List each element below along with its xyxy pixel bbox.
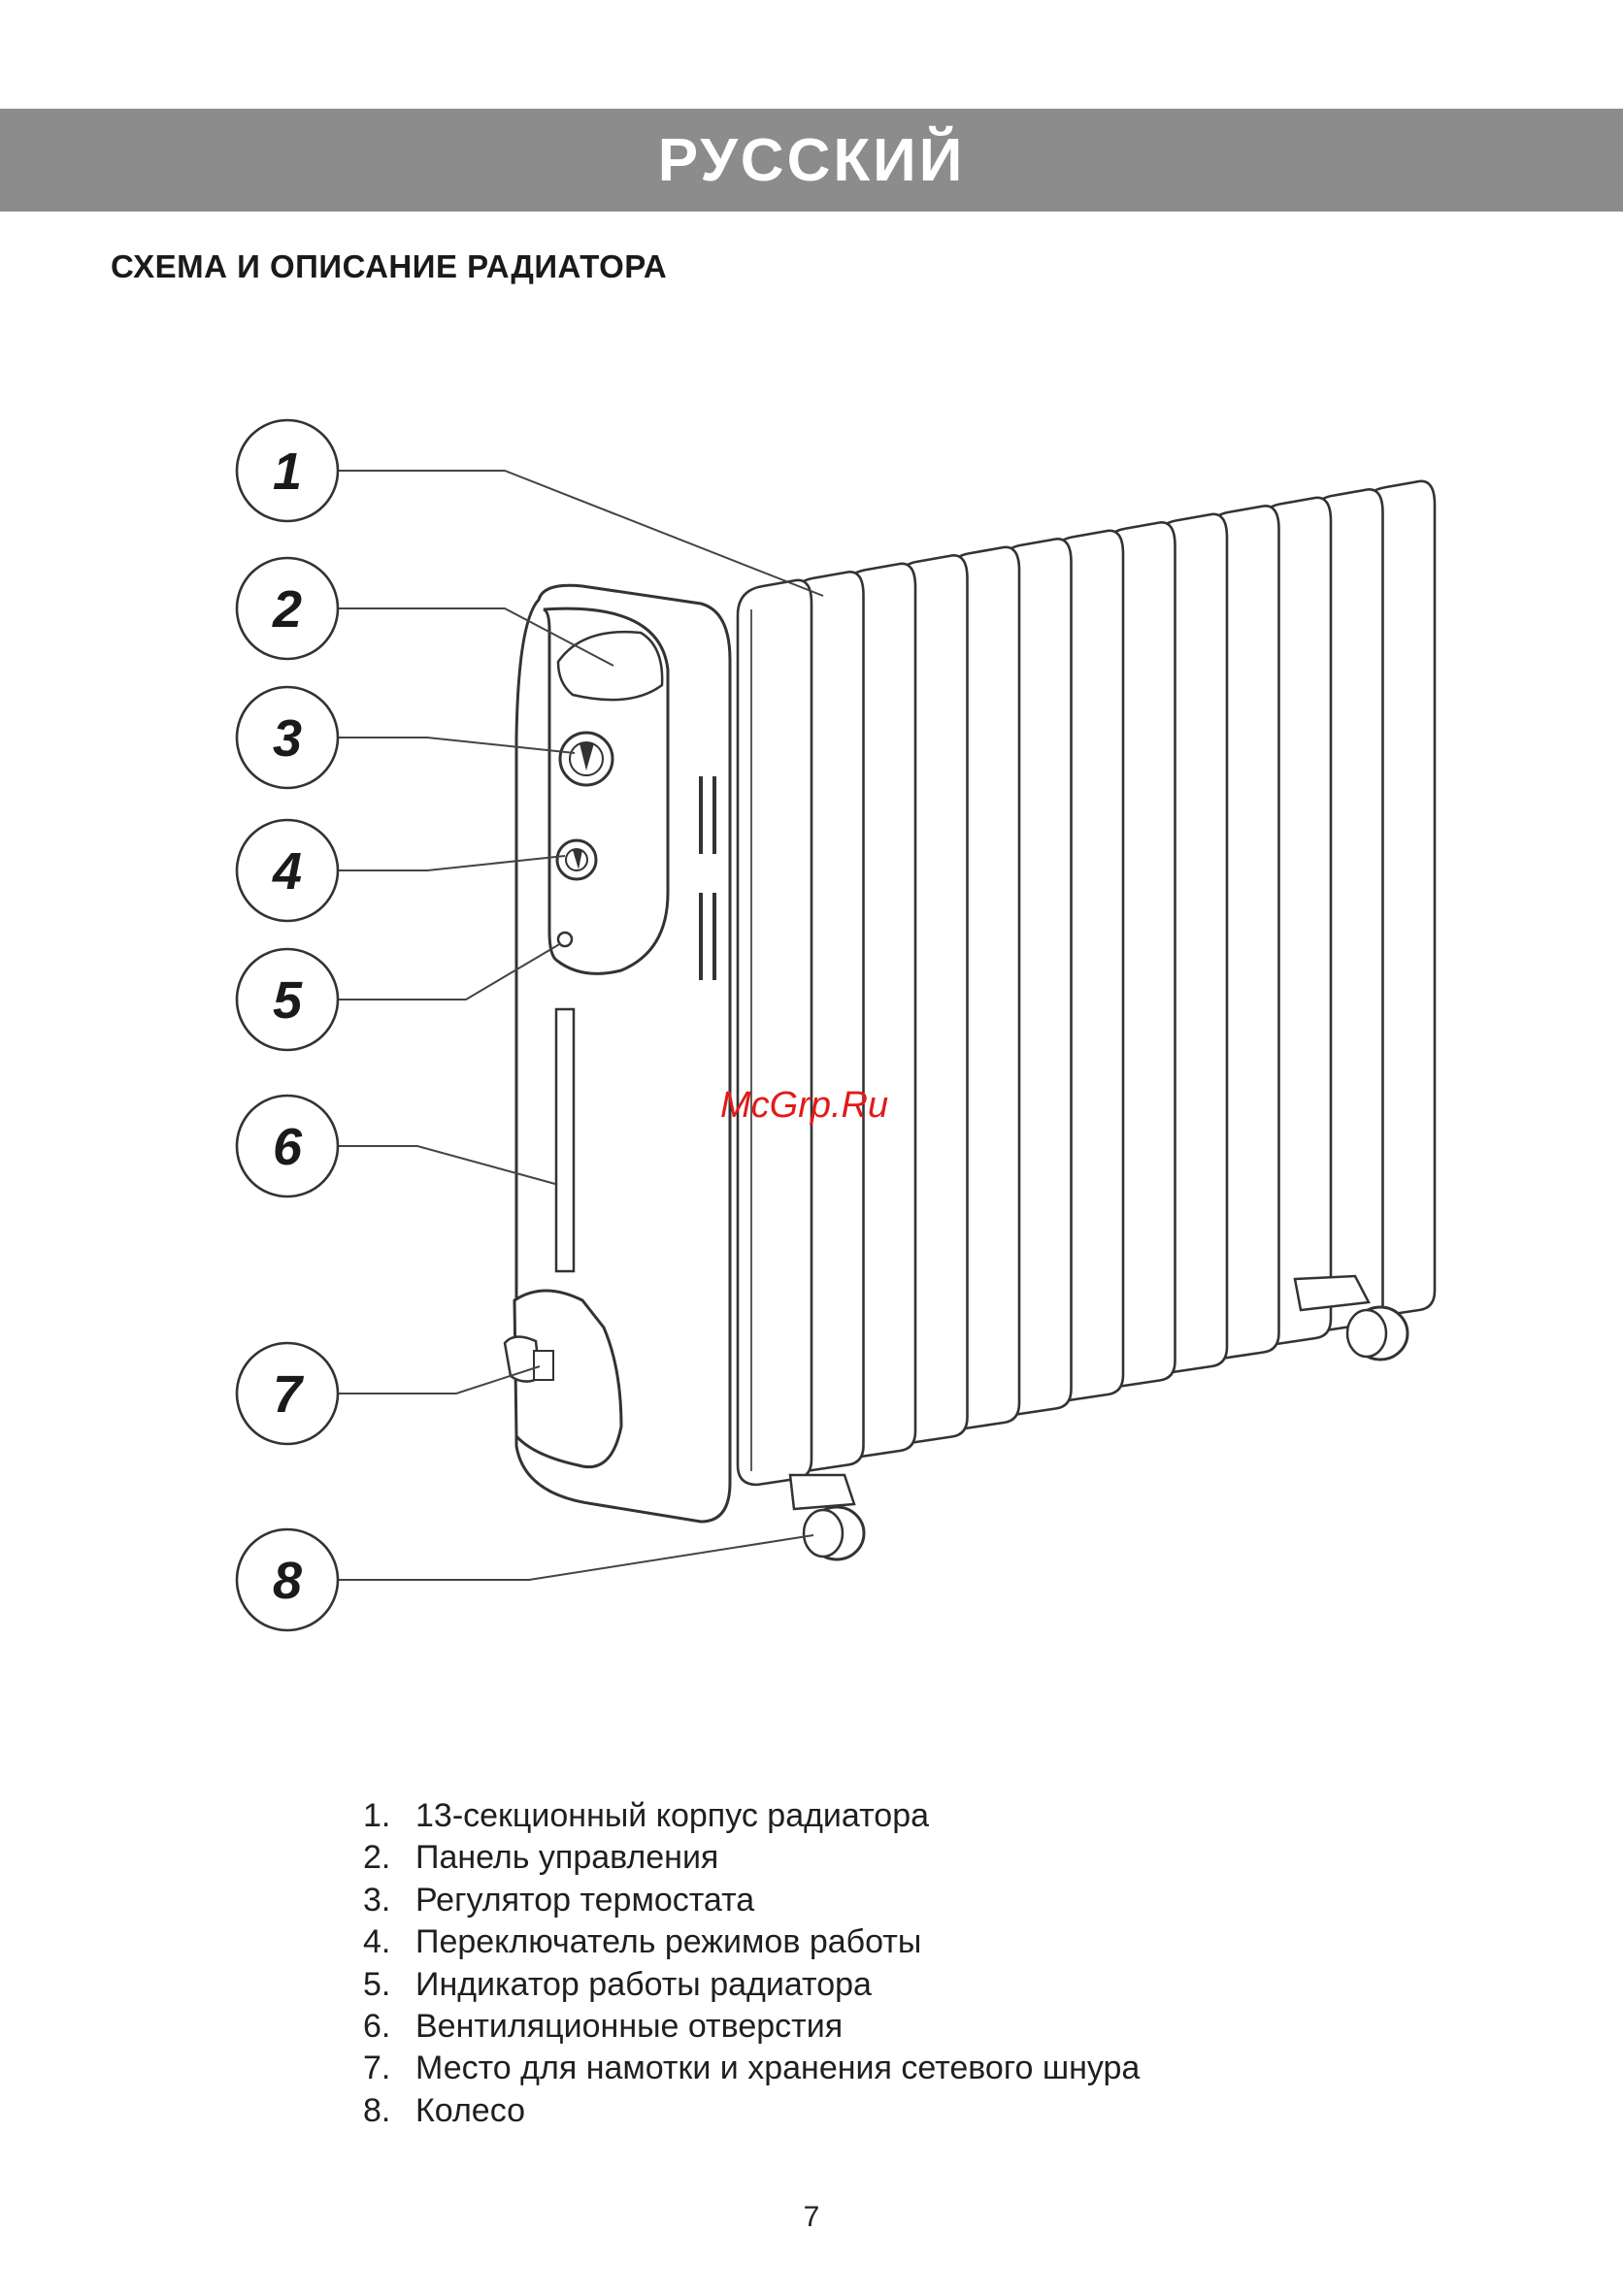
callout-leader-8 xyxy=(335,1535,813,1580)
callout-1: 1 xyxy=(237,420,338,521)
callout-number: 6 xyxy=(273,1118,303,1176)
legend-item: 3.Регулятор термостата xyxy=(363,1880,1140,1921)
callout-number: 8 xyxy=(273,1552,302,1610)
callout-8: 8 xyxy=(237,1529,338,1630)
legend-item: 7.Место для намотки и хранения сетевого … xyxy=(363,2048,1140,2089)
radiator-fin xyxy=(738,580,812,1485)
callout-number: 5 xyxy=(273,971,303,1030)
callout-number: 2 xyxy=(272,580,302,639)
callout-2: 2 xyxy=(237,558,338,659)
callout-4: 4 xyxy=(237,820,338,921)
legend-item: 8.Колесо xyxy=(363,2090,1140,2132)
language-label: РУССКИЙ xyxy=(658,126,966,195)
legend-item: 1.13-секционный корпус радиатора xyxy=(363,1795,1140,1837)
legend-item: 6.Вентиляционные отверстия xyxy=(363,2006,1140,2048)
legend-item: 4.Переключатель режимов работы xyxy=(363,1921,1140,1963)
callout-number: 4 xyxy=(272,842,302,901)
watermark: McGrp.Ru xyxy=(720,1085,888,1127)
radiator-diagram: 1 2 3 4 5 6 7 8 xyxy=(0,369,1623,1669)
callout-markers: 1 2 3 4 5 6 7 8 xyxy=(237,420,338,1630)
language-banner: РУССКИЙ xyxy=(0,109,1623,212)
page-number: 7 xyxy=(0,2201,1623,2234)
callout-6: 6 xyxy=(237,1096,338,1197)
section-title: СХЕМА И ОПИСАНИЕ РАДИАТОРА xyxy=(111,248,667,285)
callout-number: 7 xyxy=(273,1365,305,1424)
callout-5: 5 xyxy=(237,949,338,1050)
callout-leader-1 xyxy=(335,471,823,596)
callout-3: 3 xyxy=(237,687,338,788)
callout-number: 1 xyxy=(273,443,302,501)
legend-item: 5.Индикатор работы радиатора xyxy=(363,1964,1140,2006)
parts-legend: 1.13-секционный корпус радиатора 2.Панел… xyxy=(363,1795,1140,2132)
callout-7: 7 xyxy=(237,1343,338,1444)
legend-item: 2.Панель управления xyxy=(363,1837,1140,1879)
radiator-front-panel xyxy=(505,585,730,1522)
callout-number: 3 xyxy=(273,709,302,768)
radiator-fins xyxy=(738,481,1435,1485)
